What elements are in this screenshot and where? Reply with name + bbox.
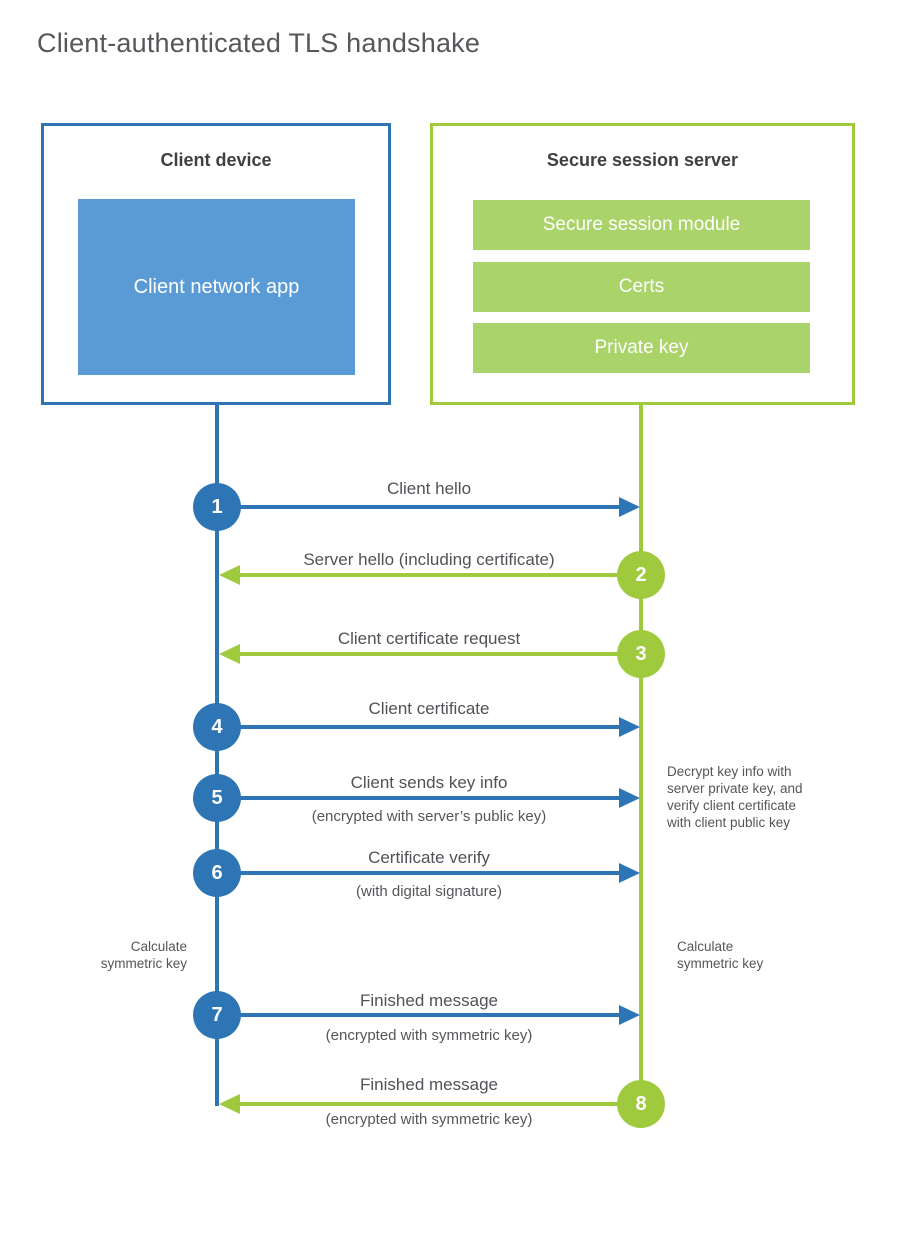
arrow-step7 bbox=[217, 1013, 621, 1017]
step-circle-2: 2 bbox=[617, 551, 665, 599]
client-network-app-box: Client network app bbox=[78, 199, 355, 375]
note-calculate-symmetric-key-server: Calculate symmetric key bbox=[677, 939, 764, 971]
arrow-step2 bbox=[239, 573, 641, 577]
message-sublabel-step5: (encrypted with server’s public key) bbox=[311, 808, 547, 825]
arrow-step4 bbox=[217, 725, 621, 729]
step-circle-4: 4 bbox=[193, 703, 241, 751]
page-title: Client-authenticated TLS handshake bbox=[37, 28, 481, 58]
client-lifeline bbox=[215, 405, 219, 1106]
arrow-step5 bbox=[217, 796, 621, 800]
server-module-certs: Certs bbox=[473, 262, 810, 312]
arrow-head-right-icon bbox=[619, 863, 640, 883]
message-label-step4: Client certificate bbox=[368, 699, 490, 718]
note-decrypt-key-info: Decrypt key info with server private key… bbox=[667, 764, 803, 830]
message-label-step5: Client sends key info bbox=[350, 773, 508, 792]
step-circle-1: 1 bbox=[193, 483, 241, 531]
arrow-step1 bbox=[217, 505, 621, 509]
message-label-step7: Finished message bbox=[360, 991, 498, 1010]
arrow-head-left-icon bbox=[219, 644, 240, 664]
arrow-head-right-icon bbox=[619, 497, 640, 517]
message-label-step8: Finished message bbox=[360, 1075, 498, 1094]
server-lifeline bbox=[639, 405, 643, 1104]
message-sublabel-step6: (with digital signature) bbox=[356, 883, 502, 900]
arrow-step8 bbox=[239, 1102, 641, 1106]
server-module-private-key: Private key bbox=[473, 323, 810, 373]
note-calculate-symmetric-key-client: Calculate symmetric key bbox=[100, 939, 187, 971]
arrow-head-right-icon bbox=[619, 717, 640, 737]
message-sublabel-step8: (encrypted with symmetric key) bbox=[325, 1111, 533, 1128]
arrow-step3 bbox=[239, 652, 641, 656]
step-circle-6: 6 bbox=[193, 849, 241, 897]
step-circle-3: 3 bbox=[617, 630, 665, 678]
step-circle-8: 8 bbox=[617, 1080, 665, 1128]
secure-session-server-title: Secure session server bbox=[546, 150, 739, 170]
arrow-step6 bbox=[217, 871, 621, 875]
step-circle-7: 7 bbox=[193, 991, 241, 1039]
server-module-secure-session: Secure session module bbox=[473, 200, 810, 250]
arrow-head-left-icon bbox=[219, 565, 240, 585]
client-device-title: Client device bbox=[160, 150, 272, 170]
message-label-step2: Server hello (including certificate) bbox=[303, 550, 555, 569]
client-network-app-label: Client network app bbox=[133, 276, 300, 298]
step-circle-5: 5 bbox=[193, 774, 241, 822]
message-sublabel-step7: (encrypted with symmetric key) bbox=[325, 1027, 533, 1044]
arrow-head-left-icon bbox=[219, 1094, 240, 1114]
arrow-head-right-icon bbox=[619, 788, 640, 808]
arrow-head-right-icon bbox=[619, 1005, 640, 1025]
message-label-step6: Certificate verify bbox=[368, 848, 490, 867]
message-label-step1: Client hello bbox=[386, 479, 472, 498]
message-label-step3: Client certificate request bbox=[337, 629, 521, 648]
